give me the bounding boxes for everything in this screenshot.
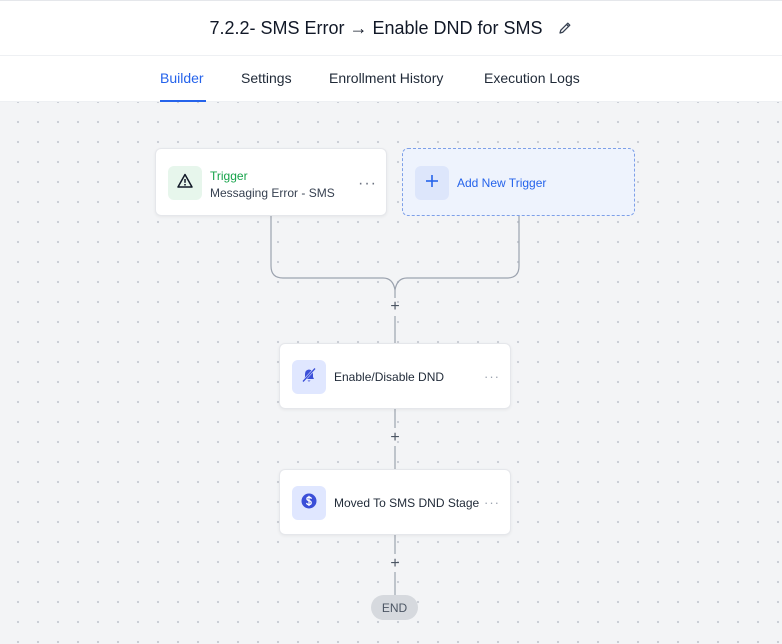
plus-icon <box>424 173 440 194</box>
add-trigger-icon-box <box>415 166 449 200</box>
action-icon-box <box>292 360 326 394</box>
action-menu-button[interactable]: ··· <box>484 495 500 510</box>
end-node: END <box>371 595 418 620</box>
action-label: Enable/Disable DND <box>334 370 445 384</box>
action-menu-button[interactable]: ··· <box>484 369 500 384</box>
trigger-icon-box <box>168 166 202 200</box>
tab-builder[interactable]: Builder <box>160 70 204 86</box>
add-step-button-3[interactable]: + <box>390 555 400 572</box>
add-new-trigger-card[interactable]: Add New Trigger <box>402 148 635 216</box>
active-tab-indicator <box>160 100 206 102</box>
trigger-card[interactable]: Trigger Messaging Error - SMS ··· <box>155 148 387 216</box>
tab-execution-logs[interactable]: Execution Logs <box>484 70 580 86</box>
add-step-button-1[interactable]: + <box>390 298 400 315</box>
trigger-name: Messaging Error - SMS <box>210 186 335 200</box>
add-trigger-label: Add New Trigger <box>457 176 547 190</box>
workflow-canvas[interactable] <box>0 102 782 644</box>
action-icon-box <box>292 486 326 520</box>
warning-triangle-icon <box>176 172 194 195</box>
dollar-icon <box>300 492 318 515</box>
title-row: 7.2.2- SMS Error → Enable DND for SMS <box>209 18 572 39</box>
action-label: Moved To SMS DND Stage <box>334 496 480 510</box>
workflow-tabs: Builder Settings Enrollment History Exec… <box>0 56 782 102</box>
trigger-label: Trigger <box>210 169 248 183</box>
action-card-enable-dnd[interactable]: Enable/Disable DND ··· <box>279 343 511 409</box>
tab-settings[interactable]: Settings <box>241 70 292 86</box>
workflow-header: 7.2.2- SMS Error → Enable DND for SMS <box>0 0 782 56</box>
tab-enrollment-history[interactable]: Enrollment History <box>329 70 444 86</box>
trigger-menu-button[interactable]: ··· <box>358 175 377 192</box>
pencil-icon[interactable] <box>557 20 573 36</box>
workflow-title[interactable]: 7.2.2- SMS Error → Enable DND for SMS <box>209 17 543 38</box>
add-step-button-2[interactable]: + <box>390 429 400 446</box>
action-card-moved-to-stage[interactable]: Moved To SMS DND Stage ··· <box>279 469 511 535</box>
bell-off-icon <box>300 366 318 389</box>
